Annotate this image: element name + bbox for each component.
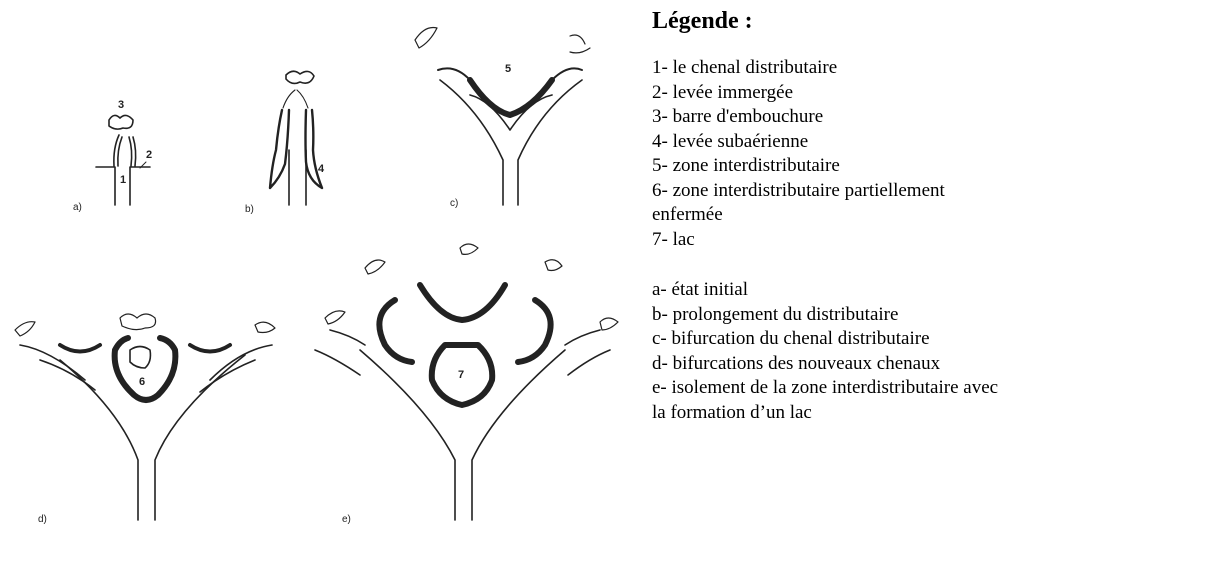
submerged-levees [283, 90, 308, 108]
levee-outer-left [438, 68, 470, 80]
panel-label-b: b) [245, 204, 254, 215]
legend-stage-e: e- isolement de la zone interdistributai… [652, 376, 1202, 401]
channel [289, 150, 306, 205]
subaerial-levee-right [306, 110, 323, 188]
legend-stage-d: d- bifurcations des nouveaux chenaux [652, 352, 1202, 377]
channel-banks [96, 167, 150, 205]
legend-feature-2: 2- levée immergée [652, 81, 1202, 106]
panel-e [315, 244, 618, 520]
legend-title: Légende : [652, 6, 1202, 36]
interdistributary-zone [470, 80, 552, 115]
branch-outer-left [315, 330, 365, 375]
branch-outer-right [565, 330, 610, 375]
interdistributary-left [60, 345, 100, 352]
mouth-bar [109, 115, 133, 129]
number-4: 4 [318, 163, 325, 175]
submerged-levee-left [114, 135, 122, 166]
upper-interdistributary [420, 285, 505, 320]
panel-d [15, 314, 275, 520]
legend-feature-1: 1- le chenal distributaire [652, 56, 1202, 81]
legend-stage-e-cont: la formation d’un lac [652, 401, 1202, 426]
panel-label-c: c) [450, 198, 458, 209]
left-interdistributary [379, 300, 412, 362]
panel-b [270, 71, 322, 205]
legend-feature-5: 5- zone interdistributaire [652, 154, 1202, 179]
mouth-bars [15, 314, 275, 336]
interdistributary-right [190, 345, 230, 352]
number-3: 3 [118, 99, 124, 111]
panel-a [96, 115, 150, 205]
panel-label-a: a) [73, 202, 82, 213]
delta-evolution-diagram: a) b) c) d) e) 1 2 3 4 5 6 7 [0, 0, 630, 580]
submerged-levee-right [129, 137, 136, 166]
panel-label-e: e) [342, 514, 351, 525]
subaerial-levee-left [270, 110, 289, 188]
legend-stage-a: a- état initial [652, 278, 1202, 303]
legend-feature-7: 7- lac [652, 228, 1202, 253]
number-2: 2 [146, 149, 152, 161]
number-5: 5 [505, 63, 511, 75]
legend-feature-3: 3- barre d'embouchure [652, 105, 1202, 130]
channel-trunk [440, 80, 582, 205]
number-7: 7 [458, 369, 464, 381]
legend-feature-6-cont: enfermée [652, 203, 1202, 228]
legend-stage-b: b- prolongement du distributaire [652, 303, 1202, 328]
legend-feature-4: 4- levée subaérienne [652, 130, 1202, 155]
mouth-bars [415, 28, 590, 53]
number-6: 6 [139, 376, 145, 388]
legend: Légende : 1- le chenal distributaire 2- … [652, 6, 1202, 425]
number-1: 1 [120, 174, 126, 186]
inner-bar [130, 347, 150, 369]
legend-stage-c: c- bifurcation du chenal distributaire [652, 327, 1202, 352]
mouth-bar [286, 71, 314, 83]
levee-outer-right [552, 68, 582, 80]
legend-feature-6: 6- zone interdistributaire partiellement [652, 179, 1202, 204]
right-interdistributary [518, 300, 551, 362]
panel-c [415, 28, 590, 206]
panel-label-d: d) [38, 514, 47, 525]
